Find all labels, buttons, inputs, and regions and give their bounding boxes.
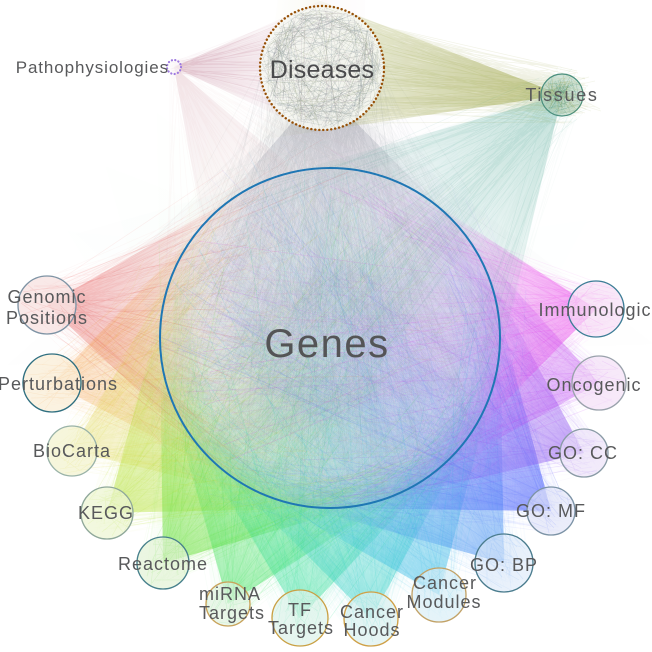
svg-text:Targets: Targets [268,618,334,638]
svg-text:Positions: Positions [6,308,88,328]
svg-text:Genes: Genes [264,322,389,366]
svg-text:GO: MF: GO: MF [516,501,586,521]
svg-text:Targets: Targets [199,603,265,623]
svg-text:Diseases: Diseases [270,56,374,84]
svg-text:KEGG: KEGG [78,503,134,523]
svg-text:Immunologic: Immunologic [538,300,651,320]
svg-text:Reactome: Reactome [118,554,208,574]
svg-text:GO: CC: GO: CC [548,443,618,463]
svg-text:TF: TF [288,600,312,620]
svg-text:Cancer: Cancer [340,602,404,622]
svg-text:Oncogenic: Oncogenic [546,375,641,395]
svg-text:Perturbations: Perturbations [0,374,118,394]
svg-text:BioCarta: BioCarta [33,441,111,461]
svg-text:GO: BP: GO: BP [470,555,538,575]
svg-text:Modules: Modules [406,592,481,612]
svg-text:Pathophysiologies: Pathophysiologies [16,58,169,77]
svg-text:Cancer: Cancer [413,573,477,593]
svg-text:Hoods: Hoods [343,620,400,640]
svg-text:Genomic: Genomic [7,287,86,307]
svg-text:miRNA: miRNA [199,584,261,604]
svg-text:Tissues: Tissues [525,85,598,105]
